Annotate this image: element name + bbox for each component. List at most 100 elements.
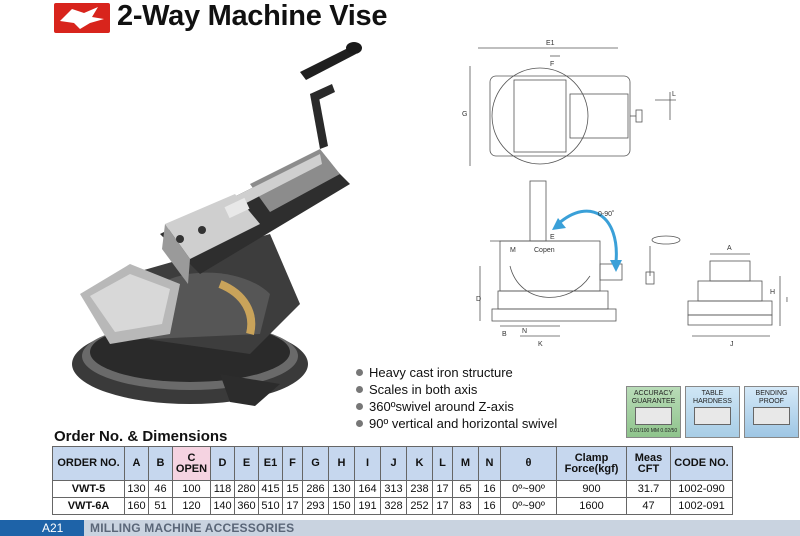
brand-logo: [54, 3, 110, 33]
cell: 118: [210, 480, 235, 498]
cell: 1002-090: [670, 480, 733, 498]
feature-item: Scales in both axis: [356, 381, 557, 398]
table-hardness-badge: TABLE HARDNESS: [685, 386, 740, 438]
bullet-icon: [356, 420, 363, 427]
dim-m-label: M: [510, 247, 516, 254]
col-h: H: [328, 446, 355, 481]
section-title: Order No. & Dimensions: [54, 428, 228, 445]
cell: 120: [172, 497, 211, 515]
cell-order-no: VWT-5: [52, 480, 125, 498]
cell: 1600: [556, 497, 627, 515]
cell: 313: [380, 480, 407, 498]
technical-drawings: E1 F G L 0-90˚ E M Copen D B N K A H I J: [462, 40, 788, 348]
angle-label: 0-90˚: [598, 210, 614, 218]
feature-item: 360ºswivel around Z-axis: [356, 398, 557, 415]
page-number: A21: [28, 520, 84, 536]
cell: 252: [406, 497, 433, 515]
cell: 160: [124, 497, 149, 515]
cell: 130: [124, 480, 149, 498]
footer-section-title: MILLING MACHINE ACCESSORIES: [84, 520, 800, 536]
cell: 0º~90º: [500, 497, 557, 515]
col-d: D: [210, 446, 235, 481]
cell: 1002-091: [670, 497, 733, 515]
cell: 238: [406, 480, 433, 498]
col-meas-cft: Meas CFT: [626, 446, 671, 481]
dim-f-label: F: [550, 61, 554, 68]
table-header-row: ORDER NO. A B C OPEN D E E1 F G H I J K …: [52, 446, 733, 481]
feature-item: Heavy cast iron structure: [356, 364, 557, 381]
feature-list: Heavy cast iron structure Scales in both…: [356, 364, 557, 432]
col-clamp-force: Clamp Force(kgf): [556, 446, 627, 481]
footer-accent: [0, 520, 28, 536]
eagle-logo-icon: [60, 7, 104, 29]
dim-d-label: D: [476, 296, 481, 303]
cell: 360: [234, 497, 259, 515]
bullet-icon: [356, 386, 363, 393]
dim-j-label: J: [730, 341, 734, 348]
cell: 280: [234, 480, 259, 498]
table-row: VWT-5 130 46 100 118 280 415 15 286 130 …: [52, 480, 733, 498]
table-row: VWT-6A 160 51 120 140 360 510 17 293 150…: [52, 497, 733, 515]
dimensions-table: ORDER NO. A B C OPEN D E E1 F G H I J K …: [52, 446, 733, 515]
dim-h-label: H: [770, 289, 775, 296]
col-i: I: [354, 446, 381, 481]
cell-order-no: VWT-6A: [52, 497, 125, 515]
cell: 328: [380, 497, 407, 515]
bullet-icon: [356, 403, 363, 410]
dim-g-label: G: [462, 111, 467, 118]
cell: 100: [172, 480, 211, 498]
dim-copen-label: Copen: [534, 247, 555, 254]
swivel-arrow-icon: [557, 209, 618, 263]
col-j: J: [380, 446, 407, 481]
dim-n-label: N: [522, 328, 527, 335]
cell: 510: [258, 497, 283, 515]
dim-i-label: I: [786, 297, 788, 304]
col-g: G: [302, 446, 329, 481]
bending-proof-badge: BENDING PROOF: [744, 386, 799, 438]
col-a: A: [124, 446, 149, 481]
dim-e1-label: E1: [546, 40, 555, 47]
cell: 900: [556, 480, 627, 498]
cell: 140: [210, 497, 235, 515]
cell: 83: [452, 497, 479, 515]
bending-icon: [753, 407, 790, 425]
machine-vise-photo: [72, 42, 362, 406]
cell: 15: [282, 480, 303, 498]
cell: 286: [302, 480, 329, 498]
col-order-no: ORDER NO.: [52, 446, 125, 481]
col-theta: θ: [500, 446, 557, 481]
quality-badges: ACCURACY GUARANTEE 0.01/100 MM 0.02/50 T…: [626, 386, 799, 438]
cell: 16: [478, 480, 501, 498]
dim-l-label: L: [672, 91, 676, 98]
cell: 130: [328, 480, 355, 498]
bullet-icon: [356, 369, 363, 376]
col-b: B: [148, 446, 173, 481]
col-f: F: [282, 446, 303, 481]
cell: 150: [328, 497, 355, 515]
col-k: K: [406, 446, 433, 481]
dim-k-label: K: [538, 341, 543, 348]
cell: 17: [432, 497, 453, 515]
col-code-no: CODE NO.: [670, 446, 733, 481]
page-title: 2-Way Machine Vise: [117, 0, 388, 32]
cell: 164: [354, 480, 381, 498]
dim-a-label: A: [727, 245, 732, 252]
cell: 65: [452, 480, 479, 498]
dim-b-label: B: [502, 331, 507, 338]
cell: 17: [282, 497, 303, 515]
dim-e-label: E: [550, 234, 555, 241]
cell: 0º~90º: [500, 480, 557, 498]
col-c-open: C OPEN: [172, 446, 211, 481]
col-e: E: [234, 446, 259, 481]
accuracy-guarantee-badge: ACCURACY GUARANTEE 0.01/100 MM 0.02/50: [626, 386, 681, 438]
accuracy-icon: [635, 407, 672, 425]
cell: 31.7: [626, 480, 671, 498]
cell: 51: [148, 497, 173, 515]
hardness-icon: [694, 407, 731, 425]
col-e1: E1: [258, 446, 283, 481]
cell: 46: [148, 480, 173, 498]
cell: 17: [432, 480, 453, 498]
cell: 293: [302, 497, 329, 515]
feature-item: 90º vertical and horizontal swivel: [356, 415, 557, 432]
cell: 16: [478, 497, 501, 515]
